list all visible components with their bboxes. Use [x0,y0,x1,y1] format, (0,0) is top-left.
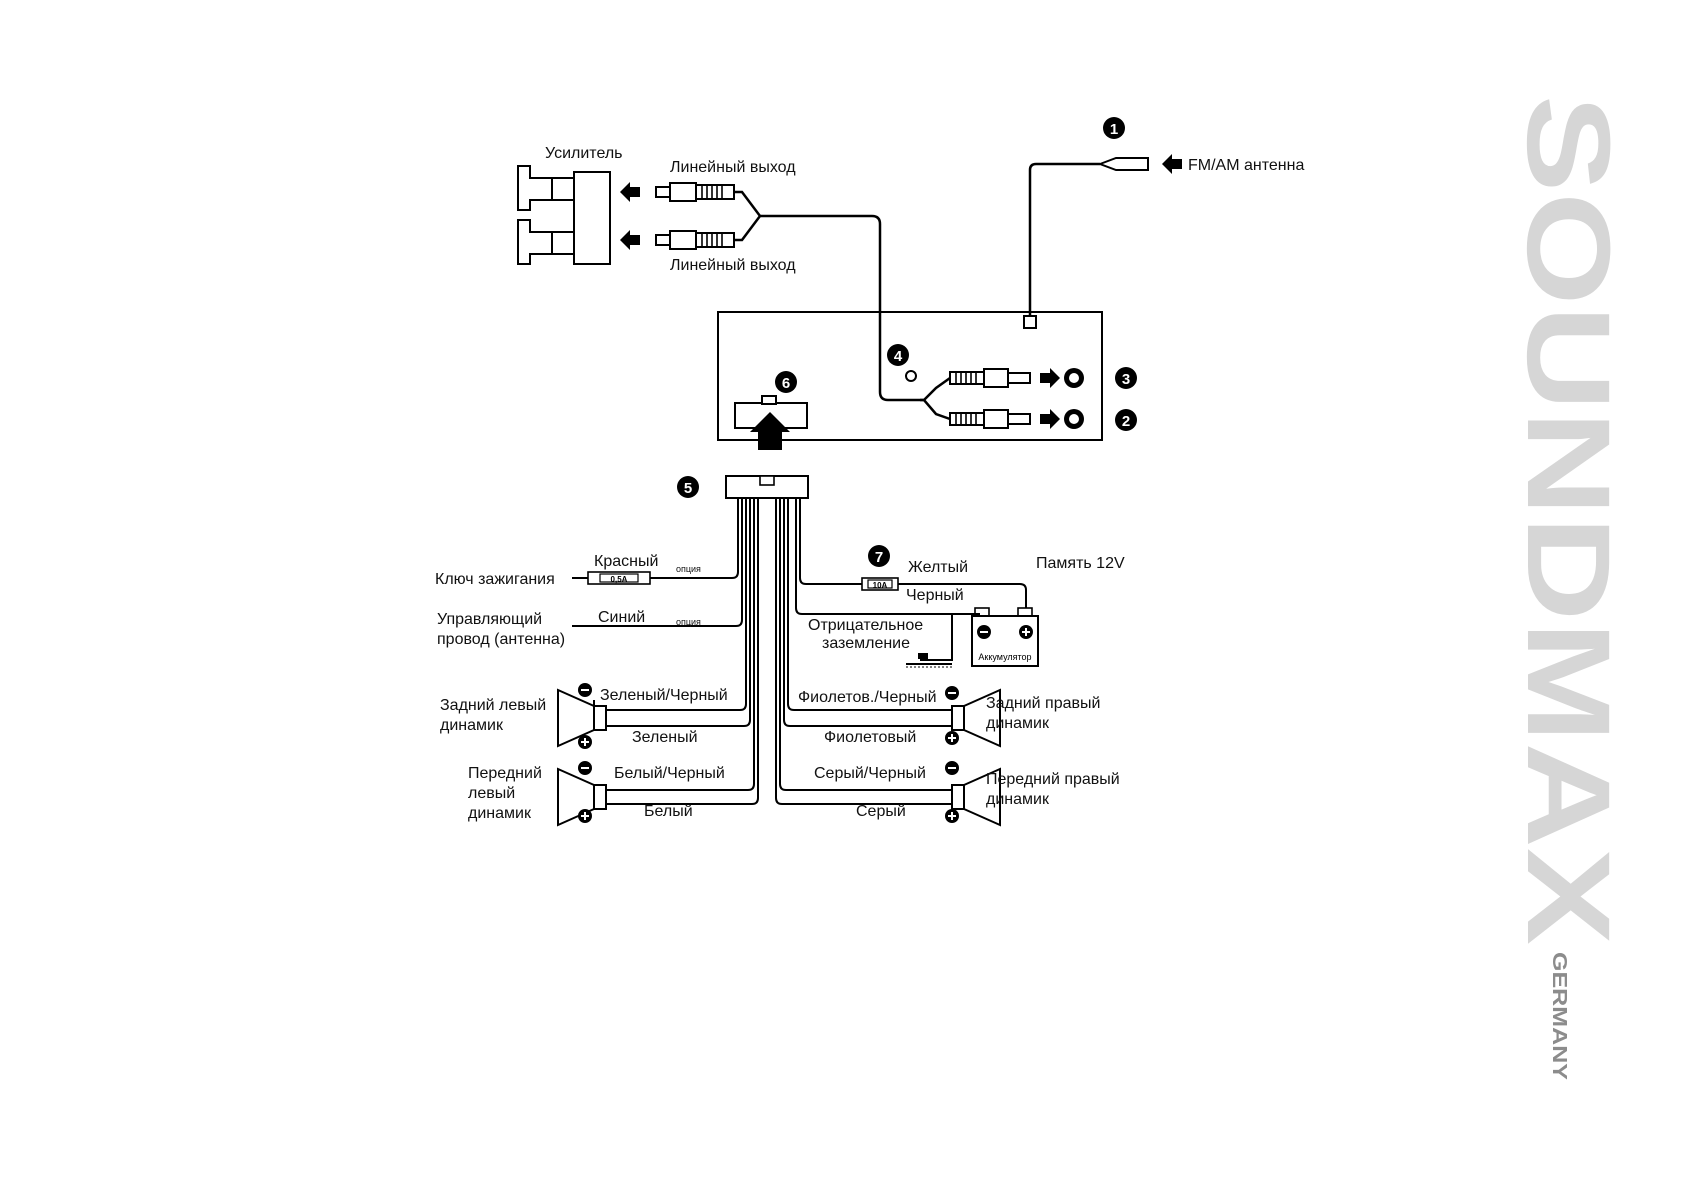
rca-jack-icon [1064,409,1084,429]
arrow-left-icon [620,182,640,202]
rear-left-label-2: динамик [440,717,504,734]
front-right-label-2: динамик [986,791,1050,808]
unit-iso-socket [734,395,808,450]
control-wire-label-1: Управляющий [437,611,542,628]
front-left-label-1: Передний [468,765,542,782]
rear-left-neg-label: Зеленый/Черный [600,687,728,704]
marker-2: 2 [1115,409,1137,431]
rca-jack-icon [1064,368,1084,388]
plus-icon [577,734,593,750]
ground-icon [906,650,953,668]
red-wire-label: Красный [594,553,658,570]
markers: 1 2 3 4 5 6 7 [677,117,1137,567]
blue-wire-label: Синий [598,609,645,626]
rca-plug-icon [949,368,1031,388]
rear-right-label-2: динамик [986,715,1050,732]
front-right-neg-label: Серый/Черный [814,765,926,782]
minus-icon [577,682,593,698]
rca-plug-icon [949,409,1031,429]
ground-bolt [905,370,917,382]
front-right-pos-label: Серый [856,803,906,820]
front-left-pos-label: Белый [644,803,693,820]
svg-text:3: 3 [1122,371,1130,388]
fuse-big: 10A [861,577,899,591]
rear-right-label-1: Задний правый [986,695,1100,712]
amplifier-speaker-bottom [517,219,575,265]
plus-icon [1018,624,1034,640]
ground-label-2: заземление [822,635,910,652]
front-left-neg-label: Белый/Черный [614,765,725,782]
svg-text:10A: 10A [873,581,888,590]
rear-left-speaker [557,682,607,750]
antenna-group: FM/AM антенна [1023,154,1304,329]
svg-text:5: 5 [684,480,692,497]
rear-right-neg-label: Фиолетов./Черный [798,689,937,706]
head-unit-rear-panel [717,311,1103,441]
marker-3: 3 [1115,367,1137,389]
plus-icon [944,730,960,746]
front-left-label-2: левый [468,785,515,802]
minus-icon [944,760,960,776]
minus-icon [976,624,992,640]
marker-7: 7 [868,545,890,567]
front-right-label-1: Передний правый [986,771,1120,788]
option-label-1: опция [676,564,701,574]
svg-text:0,5A: 0,5A [611,575,628,584]
line-out-label-2: Линейный выход [670,257,796,274]
brand-logo: SOUNDMAX GERMANY [1502,95,1634,1081]
marker-5: 5 [677,476,699,498]
fuse-small: 0,5A [587,571,651,585]
antenna-socket [1023,315,1037,329]
wire-bundle [572,498,980,805]
rear-left-pos-label: Зеленый [632,729,698,746]
svg-text:6: 6 [782,375,790,392]
arrow-left-icon [1162,154,1182,174]
rca-output-pair [920,368,1084,429]
option-label-2: опция [676,617,701,627]
front-left-speaker [557,760,607,826]
minus-icon [944,685,960,701]
yellow-wire-label: Желтый [908,559,968,576]
arrow-right-icon [1040,409,1060,429]
front-left-label-3: динамик [468,805,532,822]
line-out-label-1: Линейный выход [670,159,796,176]
rear-right-pos-label: Фиолетовый [824,729,916,746]
antenna-label: FM/AM антенна [1188,157,1304,174]
svg-text:4: 4 [894,348,903,365]
plus-icon [577,808,593,824]
battery-label: Аккумулятор [978,652,1031,662]
svg-text:SOUNDMAX: SOUNDMAX [1502,95,1634,945]
svg-text:7: 7 [875,549,883,566]
amplifier-body [573,171,611,265]
rca-plug-icon [655,182,735,202]
svg-text:2: 2 [1122,413,1130,430]
minus-icon [577,760,593,776]
marker-6: 6 [775,371,797,393]
amplifier-speaker-top [517,165,575,211]
amplifier-label: Усилитель [545,145,623,162]
svg-text:1: 1 [1110,121,1118,138]
ignition-label: Ключ зажигания [435,571,555,588]
ground-label-1: Отрицательное [808,617,923,634]
rca-plug-icon [655,230,735,250]
arrow-right-icon [1040,368,1060,388]
arrow-left-icon [620,230,640,250]
control-wire-label-2: провод (антенна) [437,631,565,648]
black-wire-label: Черный [906,587,964,604]
marker-1: 1 [1103,117,1125,139]
rear-left-label-1: Задний левый [440,697,546,714]
memory-label: Память 12V [1036,555,1125,572]
plus-icon [944,808,960,824]
harness-connector [725,475,809,499]
svg-text:GERMANY: GERMANY [1548,952,1570,1081]
battery: Аккумулятор [971,607,1039,667]
marker-4: 4 [887,344,909,366]
amplifier-group: Усилитель [517,145,640,265]
line-out-cable [734,190,920,402]
